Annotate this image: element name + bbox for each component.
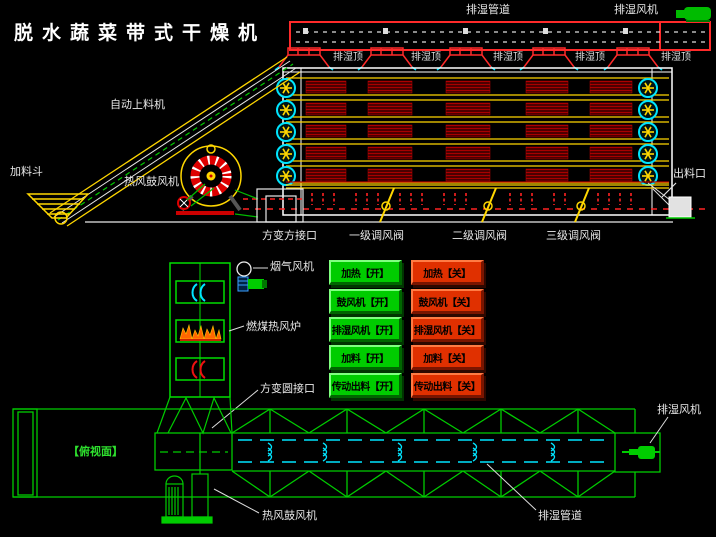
discharge-on-button[interactable]: 传动出料【开】 — [329, 373, 402, 398]
smoke-fan-label: 烟气风机 — [270, 260, 314, 273]
discharge-off-button[interactable]: 传动出料【关】 — [411, 373, 484, 398]
furnace-label: 燃煤热风炉 — [246, 320, 301, 333]
plan-view — [12, 408, 661, 498]
belt-levels — [286, 77, 669, 184]
hopper-label: 加料斗 — [10, 165, 43, 178]
round-connector-label: 方变圆接口 — [260, 382, 315, 395]
plan-fan-label: 排湿风机 — [657, 403, 701, 416]
air-valves — [379, 187, 590, 223]
page-title: 脱水蔬菜带式干燥机 — [14, 22, 267, 44]
square-connector-label: 方变方接口 — [262, 229, 317, 242]
plan-blower-label: 热风鼓风机 — [262, 509, 317, 522]
feed-hopper — [26, 193, 90, 219]
vent-label: 排湿顶 — [493, 52, 523, 63]
top-fan-label: 排湿风机 — [614, 3, 658, 16]
exhaust-duct-top — [289, 21, 711, 51]
fire-flames — [179, 323, 222, 341]
feed-on-button[interactable]: 加料【开】 — [329, 345, 402, 370]
valve-label-3: 三级调风阀 — [546, 229, 601, 242]
leader-lines-plan — [213, 182, 677, 514]
blower-label: 热风鼓风机 — [124, 175, 179, 188]
heat-on-button[interactable]: 加热【开】 — [329, 260, 402, 285]
leader-lines-furnace — [211, 267, 268, 429]
plan-exhaust-fan-icon — [622, 446, 660, 459]
furnace — [169, 262, 231, 398]
outlet-label: 出料口 — [673, 167, 706, 180]
square-connector — [256, 188, 304, 223]
vent-label: 排湿顶 — [661, 52, 691, 63]
blower-off-button[interactable]: 鼓风机【关】 — [411, 289, 484, 314]
plan-exhaust-duct — [238, 439, 608, 463]
vent-label: 排湿顶 — [333, 52, 363, 63]
exhaust-fan-off-button[interactable]: 排湿风机【关】 — [411, 317, 484, 342]
top-duct-label: 排湿管道 — [466, 3, 510, 16]
circulation-fans — [276, 78, 658, 186]
valve-label-1: 一级调风阀 — [349, 229, 404, 242]
smoke-fan-icon — [236, 261, 267, 292]
valve-label-2: 二级调风阀 — [452, 229, 507, 242]
exhaust-fan-on-button[interactable]: 排湿风机【开】 — [329, 317, 402, 342]
inclined-feeder — [49, 56, 301, 227]
feeder-label: 自动上料机 — [110, 98, 165, 111]
vent-label: 排湿顶 — [411, 52, 441, 63]
heat-off-button[interactable]: 加热【关】 — [411, 260, 484, 285]
plan-blower-motor — [161, 470, 213, 524]
plan-caption: 【俯视面】 — [68, 445, 123, 458]
feed-off-button[interactable]: 加料【关】 — [411, 345, 484, 370]
round-connector — [156, 396, 233, 435]
blower-on-button[interactable]: 鼓风机【开】 — [329, 289, 402, 314]
plan-duct-label: 排湿管道 — [538, 509, 582, 522]
exhaust-fan-icon-top — [676, 7, 711, 22]
vent-label: 排湿顶 — [575, 52, 605, 63]
hot-air-blower — [176, 144, 259, 218]
